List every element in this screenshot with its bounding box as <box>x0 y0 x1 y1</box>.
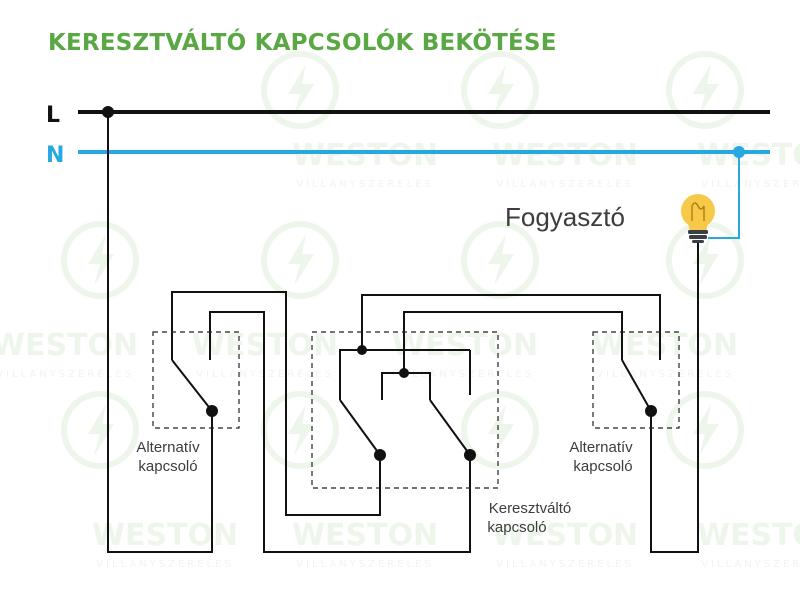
watermark-logo-icon <box>261 51 339 129</box>
cross-junction-middle <box>399 368 409 378</box>
watermark-tagline: VILLANYSZERELÉS <box>496 177 634 190</box>
watermark-brand: WESTON <box>697 138 800 173</box>
cross-blade-left <box>339 399 381 456</box>
left-switch-blade <box>171 359 213 412</box>
watermark-logo-icon <box>461 221 539 299</box>
watermark-logo-icon <box>461 391 539 469</box>
left-switch-pivot <box>206 405 218 417</box>
watermark-logo-icon <box>666 51 744 129</box>
watermark-brand: WESTON <box>292 138 438 173</box>
wire-traveler-2 <box>209 311 471 553</box>
watermark-logo-icon <box>261 391 339 469</box>
watermark-tagline: VILLANYSZERELÉS <box>0 367 134 380</box>
watermark-logo-icon <box>61 221 139 299</box>
left-switch-box <box>152 331 240 429</box>
watermark-logo-icon <box>666 221 744 299</box>
watermark-brand: WESTON <box>392 328 538 363</box>
neutral-label: N <box>46 143 64 168</box>
left-switch-label-line1: Alternatív <box>136 439 200 456</box>
right-switch-label-line2: kapcsoló <box>573 458 632 475</box>
watermark-tagline: VILLANYSZERELÉS <box>596 367 734 380</box>
right-switch-label-line1: Alternatív <box>569 439 633 456</box>
watermark-logo-icon <box>261 221 339 299</box>
wire-cross-to-right-switch-1 <box>361 294 661 360</box>
watermark-layer: WESTON VILLANYSZERELÉS WESTON VILLANYSZEREL… <box>0 51 800 570</box>
watermark-tagline: VILLANYSZERELÉS <box>496 557 634 570</box>
right-switch-pivot <box>645 405 657 417</box>
left-switch-label-line2: kapcsoló <box>138 458 197 475</box>
watermark-tagline: VILLANYSZERELÉS <box>96 557 234 570</box>
watermark-logo-icon <box>461 51 539 129</box>
watermark-brand: WESTON <box>0 328 138 363</box>
watermark-tagline: VILLANYSZERELÉS <box>296 557 434 570</box>
cross-junction-upper <box>357 345 367 355</box>
cross-switch-label-line1: Keresztváltó <box>489 500 572 517</box>
cross-pivot-left <box>374 449 386 461</box>
cross-switch-label-line2: kapcsoló <box>487 519 546 536</box>
cross-upper-bus <box>339 349 470 400</box>
cross-blade-right <box>429 399 471 456</box>
right-switch-blade <box>621 359 652 412</box>
wire-traveler-1 <box>171 291 381 516</box>
watermark-tagline: VILLANYSZERELÉS <box>701 177 800 190</box>
watermark-brand: WESTON <box>92 518 238 553</box>
watermark-logo-icon <box>666 391 744 469</box>
watermark-tagline: VILLANYSZERELÉS <box>296 177 434 190</box>
watermark-tagline: VILLANYSZERELÉS <box>701 557 800 570</box>
phase-label: L <box>46 103 60 128</box>
watermark-brand: WESTON <box>592 328 738 363</box>
watermark-logo-icon <box>61 391 139 469</box>
switch-wiring <box>107 112 699 553</box>
page-title: KERESZTVÁLTÓ KAPCSOLÓK BEKÖTÉSE <box>48 30 557 56</box>
neutral-junction <box>733 146 745 158</box>
wire-right-switch-to-bulb <box>650 240 699 553</box>
consumer-label: Fogyasztó <box>505 202 625 232</box>
cross-switch-box <box>311 331 499 489</box>
neutral-to-bulb-wire <box>708 152 740 239</box>
right-switch-box <box>592 331 680 429</box>
watermark-brand: WESTON <box>292 518 438 553</box>
light-bulb-icon <box>681 194 715 243</box>
switch-blades <box>171 359 652 456</box>
junction-dots <box>102 106 657 461</box>
watermark-brand: WESTON <box>492 518 638 553</box>
wire-phase-to-left-switch <box>107 112 213 553</box>
phase-junction <box>102 106 114 118</box>
wire-cross-to-right-switch-2 <box>403 311 623 373</box>
cross-pivot-right <box>464 449 476 461</box>
watermark-brand: WESTON <box>697 518 800 553</box>
watermark-brand: WESTON <box>492 138 638 173</box>
